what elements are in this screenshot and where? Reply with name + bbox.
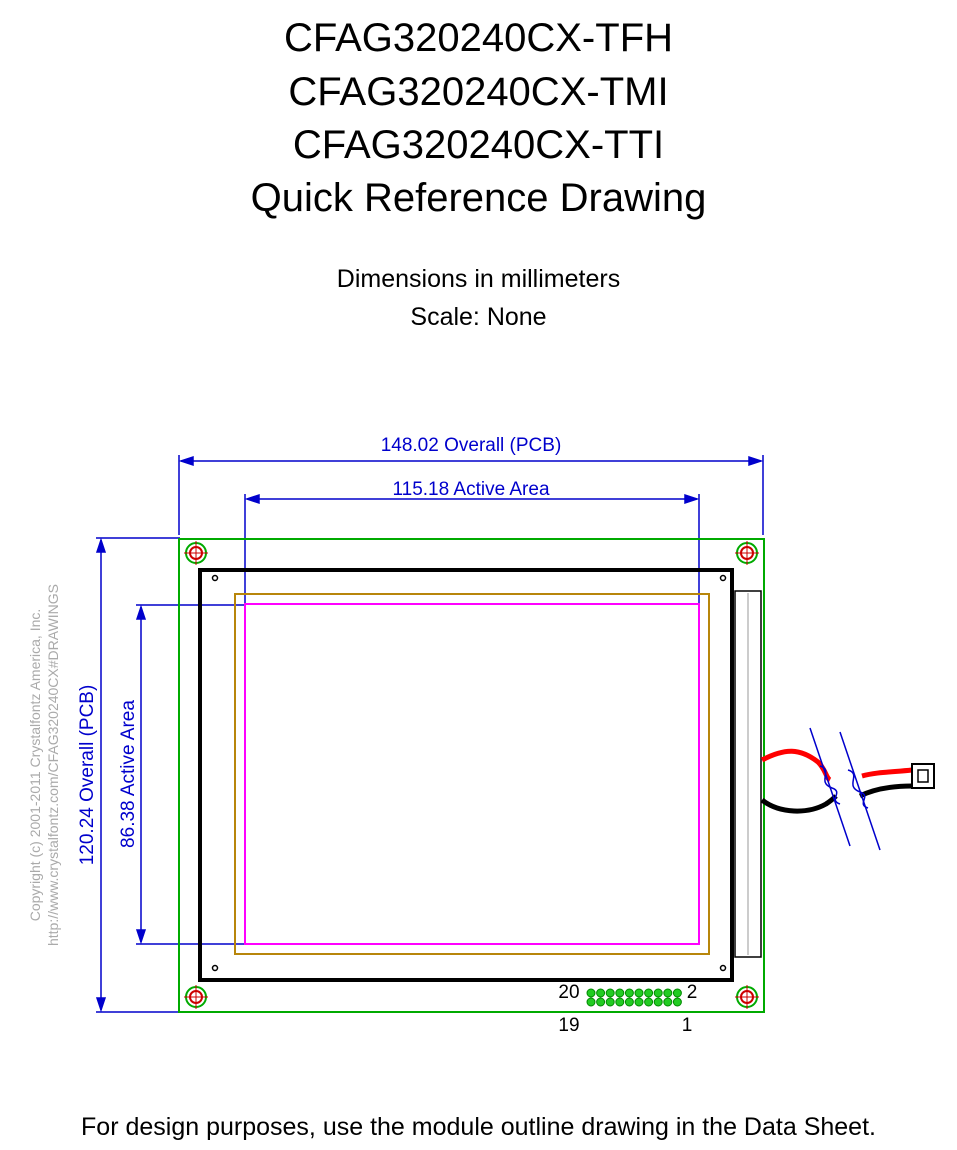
overall-width-dimension — [178, 455, 764, 535]
active-area — [244, 603, 700, 945]
title-line-2: CFAG320240CX-TMI — [288, 70, 669, 114]
title-line-3: CFAG320240CX-TTI — [292, 123, 665, 167]
connector-pin — [596, 997, 606, 1007]
pin-label-2: 2 — [687, 982, 698, 1003]
wire-harness — [760, 727, 935, 851]
mount-hole-br — [735, 985, 759, 1009]
connector-pin — [634, 997, 644, 1007]
overall-height-label: 120.24 Overall (PCB) — [77, 685, 98, 866]
pin-label-1: 1 — [682, 1015, 693, 1036]
connector-pin — [624, 988, 634, 998]
bezel-hole-tl — [211, 574, 219, 582]
title-line-4: Quick Reference Drawing — [250, 176, 707, 220]
connector-pin — [672, 997, 682, 1007]
connector-pin — [663, 988, 673, 998]
mount-hole-tl — [184, 541, 208, 565]
pin-label-20: 20 — [558, 982, 579, 1003]
connector-pin — [605, 988, 615, 998]
mount-hole-bl — [184, 985, 208, 1009]
overall-height-dimension — [95, 537, 180, 1013]
units-note: Dimensions in millimeters — [336, 265, 621, 293]
connector-pin — [634, 988, 644, 998]
connector-pin — [653, 988, 663, 998]
copyright-line-1: Copyright (c) 2001-2011 Crystalfontz Ame… — [27, 608, 43, 922]
connector-pin — [644, 997, 654, 1007]
connector-pin — [624, 997, 634, 1007]
connector-pin — [615, 997, 625, 1007]
overall-width-label: 148.02 Overall (PCB) — [381, 435, 562, 456]
bezel-hole-br — [719, 964, 727, 972]
connector-pin — [644, 988, 654, 998]
connector-pin — [586, 997, 596, 1007]
copyright-line-2: http://www.crystalfontz.com/CFAG320240CX… — [45, 583, 61, 947]
viewing-area — [234, 593, 710, 955]
pin-header — [586, 988, 682, 1007]
pcb-outline — [178, 538, 765, 1013]
active-height-dimension — [135, 604, 245, 945]
connector-pin — [605, 997, 615, 1007]
connector-pin — [586, 988, 596, 998]
design-note: For design purposes, use the module outl… — [81, 1113, 876, 1141]
bezel-hole-bl — [211, 964, 219, 972]
title-line-1: CFAG320240CX-TFH — [283, 16, 674, 60]
connector-pin — [653, 997, 663, 1007]
mount-hole-tr — [735, 541, 759, 565]
connector-pin — [663, 997, 673, 1007]
active-width-dimension — [244, 493, 700, 605]
scale-note: Scale: None — [410, 303, 547, 331]
connector-pin — [615, 988, 625, 998]
active-height-label: 86.38 Active Area — [118, 700, 139, 848]
bezel-hole-tr — [719, 574, 727, 582]
copyright-notice: Copyright (c) 2001-2011 Crystalfontz Ame… — [26, 525, 62, 1005]
connector-pin — [596, 988, 606, 998]
connector-pin — [672, 988, 682, 998]
active-width-label: 115.18 Active Area — [392, 479, 549, 500]
bezel-outline — [198, 568, 734, 982]
pin-label-19: 19 — [558, 1015, 579, 1036]
